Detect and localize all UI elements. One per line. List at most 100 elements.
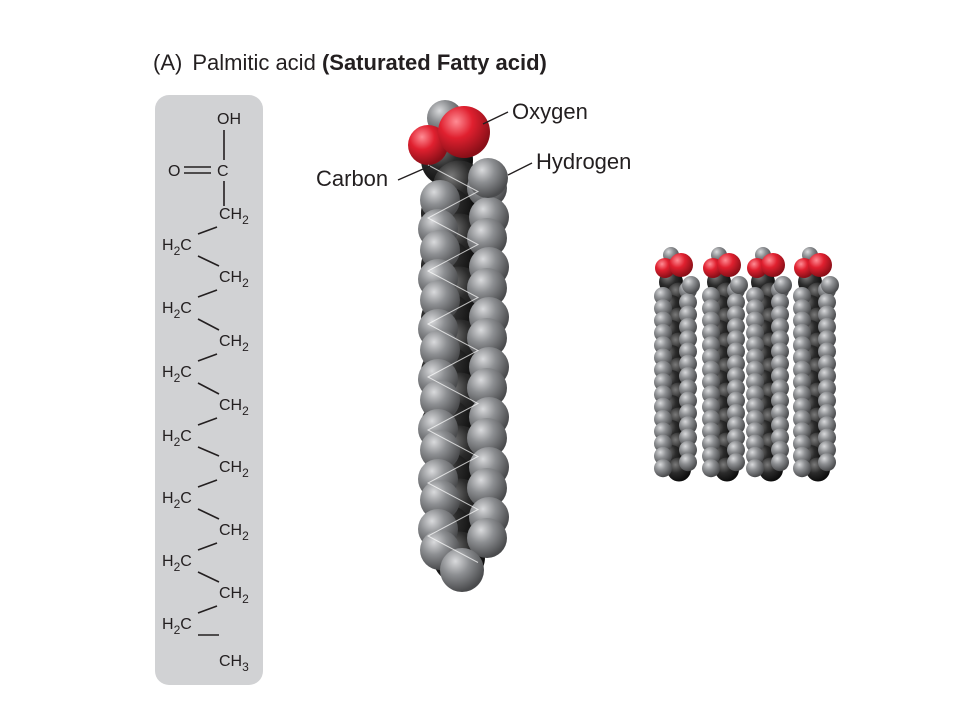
hydrogen-atom <box>654 459 672 478</box>
h2c-left-2: H2C <box>162 300 192 321</box>
hydrogen-atom <box>818 391 836 410</box>
hydrogen-atom <box>679 416 697 435</box>
hydrogen-atom <box>727 330 745 349</box>
hydrogen-atom <box>654 360 672 379</box>
hydrogen-atom <box>771 428 789 447</box>
hydrogen-atom <box>793 336 811 355</box>
hydrogen-atom <box>702 299 720 318</box>
hydrogen-atom <box>467 318 507 358</box>
hydrogen-atom <box>702 311 720 330</box>
hydrogen-atom <box>771 440 789 459</box>
ch2-right-6: CH2 <box>219 522 249 543</box>
hydroxyl-group-label: OH <box>217 111 241 128</box>
packed-molecule <box>654 247 700 482</box>
ch2-right-5: CH2 <box>219 459 249 480</box>
oxygen-atom <box>717 253 741 277</box>
hydrogen-atom <box>727 416 745 435</box>
chain-bond-down-4 <box>197 417 218 426</box>
figure-title: (A)Palmitic acid (Saturated Fatty acid) <box>153 50 547 76</box>
hydrogen-atom <box>702 397 720 416</box>
hydrogen-atom <box>818 305 836 324</box>
hydrogen-atom <box>746 360 764 379</box>
carboxyl-carbon-label: C <box>217 163 229 180</box>
hydrogen-atom <box>793 410 811 428</box>
hydrogen-atom <box>821 276 839 294</box>
hydrogen-atom <box>727 342 745 361</box>
hydrogen-atom <box>727 404 745 422</box>
hydrogen-atom <box>818 404 836 422</box>
hydrogen-atom <box>702 373 720 392</box>
hydrogen-atom <box>818 342 836 361</box>
chain-bond-down-7 <box>197 605 218 614</box>
ch2-right-2: CH2 <box>219 269 249 290</box>
hydrogen-atom <box>420 280 460 320</box>
hydrogen-atom <box>702 410 720 428</box>
hydrogen-atom <box>467 218 507 258</box>
hydrogen-atom <box>654 373 672 392</box>
hydrogen-atom <box>679 440 697 459</box>
chain-bond-up-1 <box>197 255 220 267</box>
hydrogen-atom <box>467 418 507 458</box>
hydrogen-atom <box>793 287 811 305</box>
hydrogen-atom <box>468 158 508 198</box>
oxygen-atom <box>408 125 448 165</box>
hydrogen-atom <box>679 354 697 373</box>
hydrogen-atom <box>746 373 764 392</box>
h2c-left-5: H2C <box>162 490 192 511</box>
hydrogen-atom <box>420 480 460 520</box>
hydrogen-atom <box>771 367 789 386</box>
hydrogen-atom <box>771 453 789 472</box>
hydrogen-atom <box>679 317 697 336</box>
hydrogen-atom <box>702 323 720 342</box>
hydrogen-atom <box>679 379 697 398</box>
hydrogen-atom <box>771 305 789 324</box>
hydrogen-atom <box>818 379 836 398</box>
hydrogen-atom <box>774 276 792 294</box>
molecule-name: Palmitic acid <box>192 50 316 75</box>
chain-bond-up-4 <box>197 446 220 457</box>
hydrogen-atom <box>679 391 697 410</box>
hydrogen-atom <box>654 287 672 305</box>
terminal-methyl-label: CH3 <box>219 653 249 674</box>
hydrogen-atom <box>818 416 836 435</box>
hydrogen-atom <box>771 293 789 312</box>
hydrogen-atom <box>746 410 764 428</box>
structural-formula-panel <box>155 95 263 685</box>
hydrogen-atom <box>702 287 720 305</box>
hydrogen-label: Hydrogen <box>536 149 631 174</box>
hydrogen-atom <box>702 446 720 465</box>
h2c-left-1: H2C <box>162 237 192 258</box>
hydrogen-atom <box>818 428 836 447</box>
hydrogen-atom <box>771 404 789 422</box>
hydrogen-atom <box>654 434 672 453</box>
hydrogen-atom <box>420 180 460 220</box>
oxygen-atom-label: O <box>168 163 180 180</box>
hydrogen-atom <box>727 391 745 410</box>
hydrogen-atom <box>679 428 697 447</box>
molecule-type: (Saturated Fatty acid) <box>321 50 547 75</box>
oxygen-atom <box>808 253 832 277</box>
hydrogen-atom <box>727 354 745 373</box>
hydrogen-atom <box>467 368 507 408</box>
hydrogen-atom <box>771 416 789 435</box>
packed-molecule <box>702 247 748 482</box>
carbon-label: Carbon <box>316 166 388 191</box>
chain-bond-up-2 <box>197 318 220 331</box>
hydrogen-atom <box>702 336 720 355</box>
ch2-right-4: CH2 <box>219 397 249 418</box>
hydrogen-atom <box>793 434 811 453</box>
chain-bond-up-6 <box>197 571 220 583</box>
hydrogen-atom <box>771 391 789 410</box>
hydrogen-atom <box>654 336 672 355</box>
hydrogen-atom <box>771 379 789 398</box>
hydrogen-atom <box>793 422 811 441</box>
hydrogen-atom <box>420 380 460 420</box>
hydrogen-atom <box>746 422 764 441</box>
hydrogen-atom <box>420 230 460 270</box>
hydrogen-atom <box>467 468 507 508</box>
hydrogen-atom <box>467 518 507 558</box>
hydrogen-atom <box>746 434 764 453</box>
h2c-left-3: H2C <box>162 364 192 385</box>
hydrogen-atom <box>793 299 811 318</box>
chain-bond-down-1 <box>197 226 218 235</box>
